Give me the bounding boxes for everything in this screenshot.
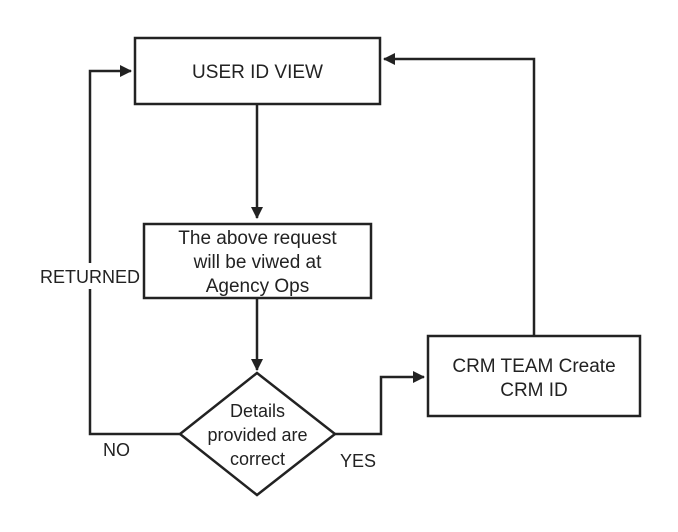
node-request-viewed-line1: The above request [178,228,337,249]
edge-crm-back-to-userview [383,53,536,336]
node-crm-create [426,334,642,418]
node-details-decision-line3: correct [230,449,285,469]
node-details-decision-line1: Details [230,401,285,421]
node-details-decision [177,371,338,497]
node-crm-create-line1: CRM TEAM Create [452,356,615,377]
node-user-id-view-label: USER ID VIEW [192,62,323,83]
node-details-decision-line2: provided are [207,425,307,445]
node-request-viewed-line2: will be viwed at [193,252,322,273]
edge-decision-no-returned [88,65,180,436]
edge-label-no: NO [103,440,130,460]
edge-label-returned: RETURNED [40,267,140,287]
node-user-id-view [133,36,382,106]
edge-decision-yes-to-crm [335,371,425,436]
returned-label-bg [38,263,142,289]
node-request-viewed [142,222,373,300]
edge-label-yes: YES [340,451,376,471]
node-crm-create-line2: CRM ID [500,380,568,401]
node-request-viewed-line3: Agency Ops [206,276,310,297]
